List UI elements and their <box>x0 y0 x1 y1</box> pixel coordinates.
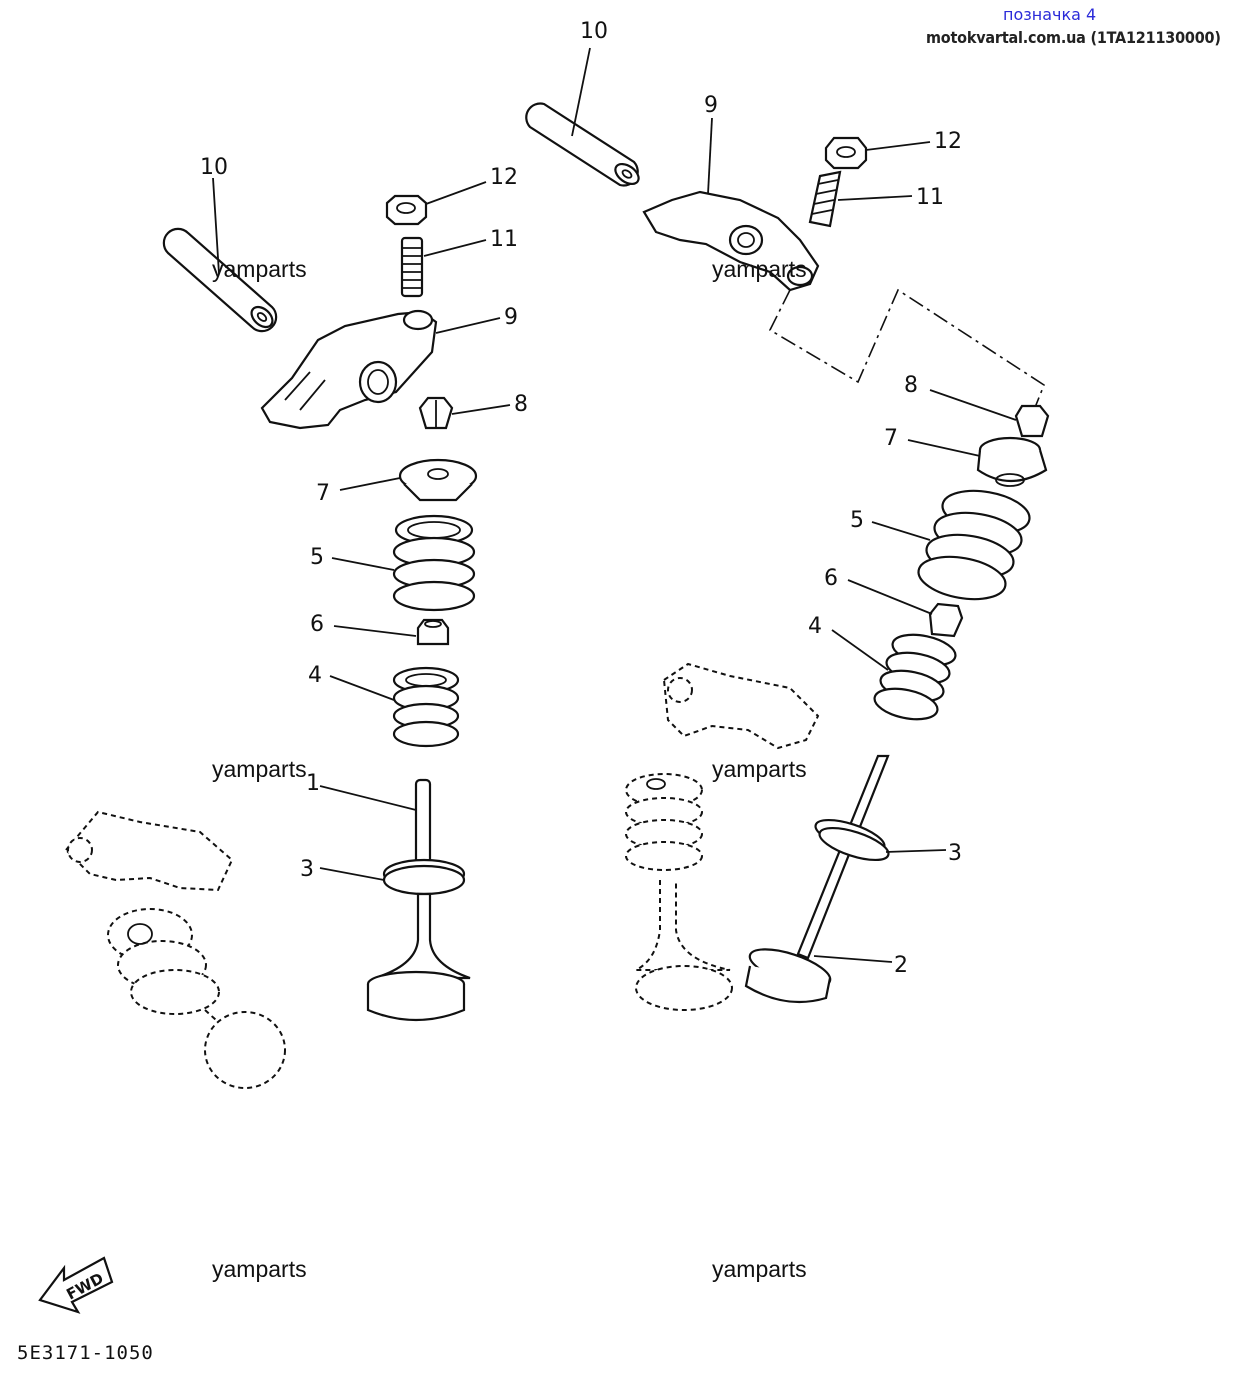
callout-12-left: 12 <box>490 165 518 190</box>
callout-11-right: 11 <box>916 185 944 210</box>
valve-stem-seal-left <box>416 618 450 646</box>
callout-3-left: 3 <box>300 857 314 882</box>
callout-8-left: 8 <box>514 392 528 417</box>
callout-4-left: 4 <box>308 663 322 688</box>
watermark: yamparts <box>712 756 807 782</box>
watermark: yamparts <box>712 256 807 282</box>
rocker-arm-right <box>642 190 820 292</box>
watermark: yamparts <box>212 756 307 782</box>
callout-4-right: 4 <box>808 614 822 639</box>
callout-1-left: 1 <box>306 771 320 796</box>
callout-7-right: 7 <box>884 426 898 451</box>
callout-6-left: 6 <box>310 612 324 637</box>
adjuster-screw-left <box>400 236 424 298</box>
inner-valve-spring-left <box>392 666 460 748</box>
watermark: yamparts <box>212 1256 307 1282</box>
fwd-arrow-icon: FWD <box>38 1256 114 1314</box>
adjuster-screw-right <box>808 170 842 228</box>
adjuster-nut-left <box>385 194 428 226</box>
valve-stem-seal-right <box>928 602 964 638</box>
ghost-assembly-right <box>625 662 820 1011</box>
watermark: yamparts <box>212 256 307 282</box>
callout-2-right: 2 <box>894 953 908 978</box>
rocker-shaft-left <box>162 227 278 333</box>
header-source: motokvartal.com.ua (1TA121130000) <box>926 28 1221 47</box>
outer-valve-spring-right <box>917 489 1031 601</box>
callout-10-left: 10 <box>200 155 228 180</box>
callout-8-right: 8 <box>904 373 918 398</box>
rocker-arm-left <box>260 309 438 430</box>
ghost-assembly-left <box>64 810 286 1089</box>
inner-valve-spring-right <box>873 633 957 721</box>
spring-retainer-left <box>398 458 478 502</box>
exhaust-valve <box>744 754 890 1004</box>
rocker-shaft-right <box>525 102 640 187</box>
callout-5-right: 5 <box>850 508 864 533</box>
valve-cotter-right <box>1014 404 1050 438</box>
callout-3-right: 3 <box>948 841 962 866</box>
callout-12-right: 12 <box>934 129 962 154</box>
spring-retainer-right <box>976 436 1048 487</box>
callout-9-left: 9 <box>504 305 518 330</box>
diagram-code: 5E3171-1050 <box>17 1342 154 1364</box>
adjuster-nut-right <box>824 136 868 170</box>
valve-cotter-left <box>418 396 454 430</box>
callout-7-left: 7 <box>316 481 330 506</box>
intake-valve <box>366 778 471 1022</box>
callout-9-right: 9 <box>704 93 718 118</box>
callout-11-left: 11 <box>490 227 518 252</box>
callout-6-right: 6 <box>824 566 838 591</box>
callout-5-left: 5 <box>310 545 324 570</box>
header-tag: позначка 4 <box>1003 5 1097 24</box>
callout-10-right: 10 <box>580 19 608 44</box>
reference-line <box>768 288 1045 411</box>
outer-valve-spring-left <box>392 514 476 612</box>
watermark: yamparts <box>712 1256 807 1282</box>
